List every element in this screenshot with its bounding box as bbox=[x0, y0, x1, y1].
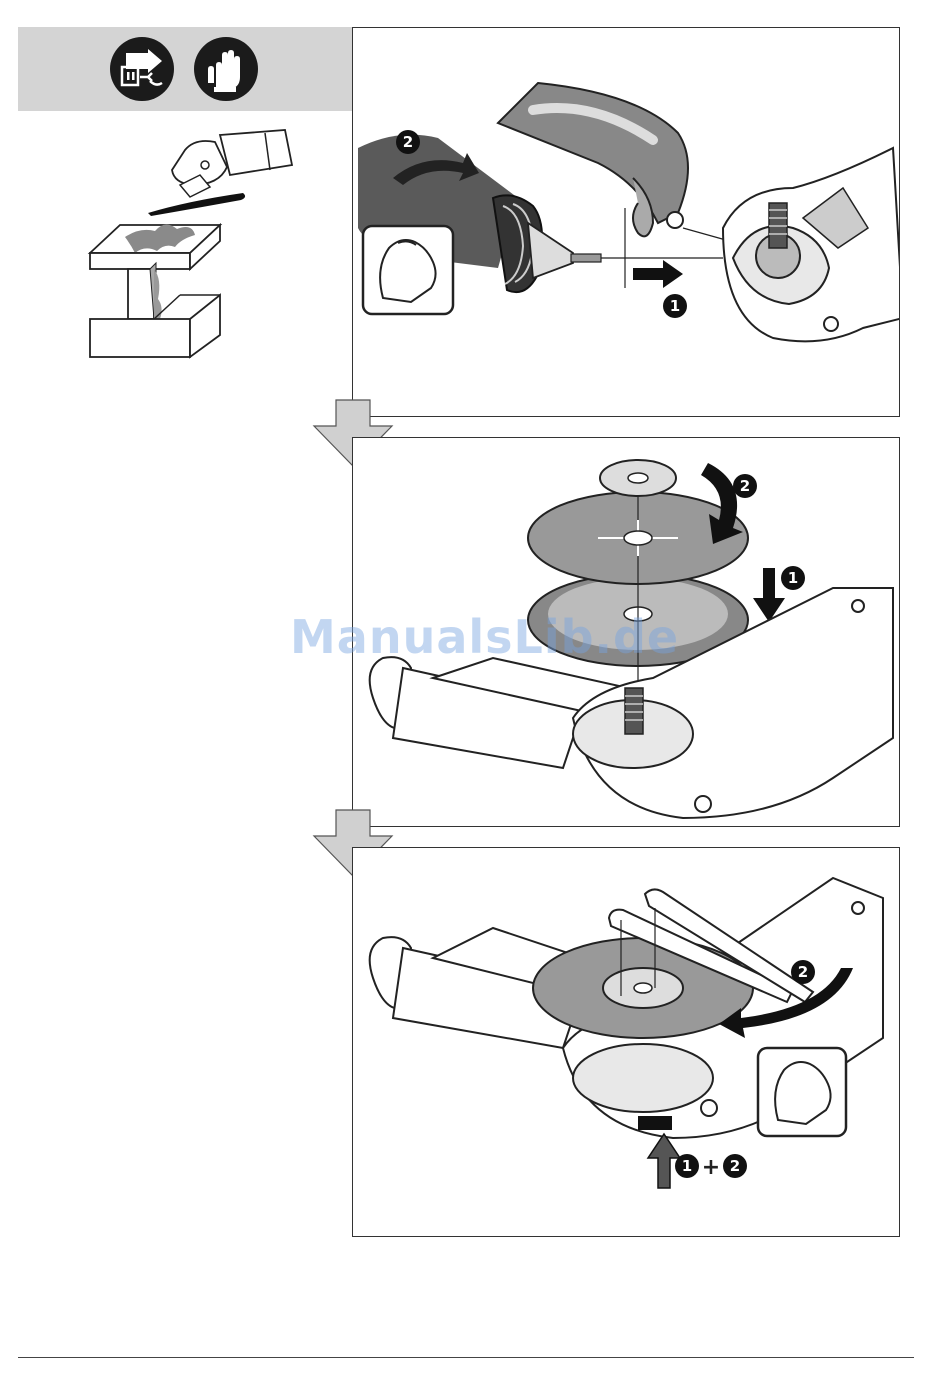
step-marker-1: 1 bbox=[670, 297, 680, 315]
safety-header-band bbox=[18, 27, 352, 111]
step-marker-2: 2 bbox=[403, 133, 413, 151]
step-marker-2: 2 bbox=[798, 963, 808, 981]
step-marker-2: 2 bbox=[730, 1157, 740, 1175]
step-marker-1: 1 bbox=[682, 1157, 692, 1175]
step-panel-remove-handle: 2 1 bbox=[352, 27, 900, 417]
step-marker-1: 1 bbox=[788, 569, 798, 587]
step-panel-tighten-spanner: 2 1 + 2 bbox=[352, 847, 900, 1237]
unplug-power-icon bbox=[110, 37, 174, 101]
footer-divider bbox=[18, 1357, 914, 1358]
grinder-on-beam-illustration bbox=[80, 125, 310, 365]
step-marker-2: 2 bbox=[740, 477, 750, 495]
plus-sign: + bbox=[702, 1155, 720, 1180]
watermark: ManualsLib.de bbox=[290, 610, 670, 664]
protective-gloves-icon bbox=[194, 37, 258, 101]
